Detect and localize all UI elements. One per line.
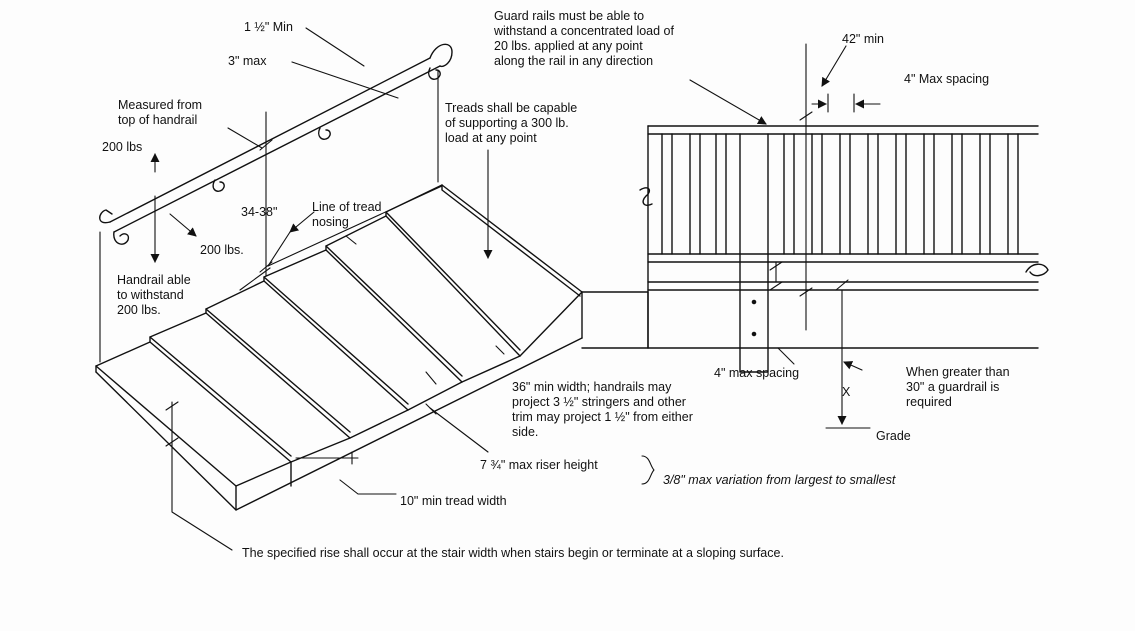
label-sloping-rule: The specified rise shall occur at the st… <box>242 546 784 560</box>
label-grade: Grade <box>876 429 911 443</box>
label-variation: 3/8" max variation from largest to small… <box>663 473 896 487</box>
label-handrail-strength: Handrail able to withstand 200 lbs. <box>117 273 191 317</box>
label-tread-nosing: Line of tread nosing <box>312 200 382 229</box>
label-stair-width: 36" min width; handrails may project 3 ½… <box>512 380 693 439</box>
label-handrail-grip-max: 3" max <box>228 54 267 68</box>
label-measured-from: Measured from top of handrail <box>118 98 203 127</box>
label-baluster-spacing-top: 4" Max spacing <box>904 72 990 86</box>
label-handrail-grip-min: 1 ½" Min <box>244 20 293 34</box>
label-guard-height: 42" min <box>842 32 884 46</box>
label-load-vertical: 200 lbs <box>102 140 143 154</box>
label-height-range: 34-38" <box>241 205 278 219</box>
label-load-horizontal: 200 lbs. <box>200 243 244 257</box>
label-guardrail-required: When greater than 30" a guardrail is req… <box>906 365 1010 409</box>
label-guard-rail-load: Guard rails must be able to withstand a … <box>494 9 674 68</box>
dimension-lines <box>99 27 881 551</box>
label-tread-width: 10" min tread width <box>400 494 507 508</box>
label-baluster-spacing-bottom: 4" max spacing <box>714 366 800 380</box>
guard-rail <box>639 125 1049 373</box>
label-tread-load: Treads shall be capable of supporting a … <box>445 101 578 145</box>
label-riser-height: 7 ¾" max riser height <box>480 458 598 472</box>
label-grade-dimension: X <box>842 385 851 399</box>
